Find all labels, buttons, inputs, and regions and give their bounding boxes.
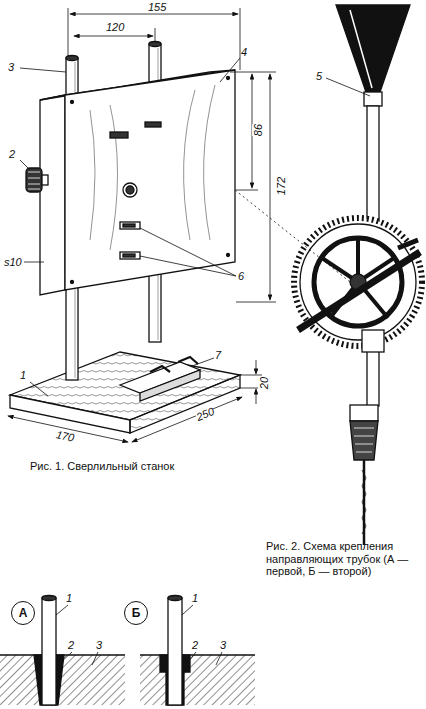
callout-number: 2	[192, 639, 198, 651]
figure-letter-circle: А	[11, 601, 35, 625]
dimension-label: 250	[194, 405, 216, 423]
figure-caption: Рис. 1. Сверлильный станок	[30, 460, 174, 473]
callout-number: 2	[9, 148, 15, 160]
dimension-label: 120	[106, 21, 124, 33]
dimension-label: 86	[252, 124, 264, 136]
callout-number: 4	[241, 46, 247, 58]
dimension-label: 155	[148, 1, 166, 13]
figure-letter-circle: Б	[124, 601, 148, 625]
callout-number: 1	[20, 369, 26, 381]
callout-number: 2	[68, 639, 74, 651]
dimension-label: s10	[4, 256, 22, 268]
dimension-label: 172	[275, 177, 287, 195]
callout-number: 1	[66, 592, 72, 604]
dimension-label: 170	[55, 428, 75, 444]
callout-number: 3	[96, 639, 102, 651]
figure-letter: Б	[132, 606, 141, 620]
dimension-label: 20	[258, 377, 270, 389]
callout-number: 6	[238, 270, 244, 282]
callout-number: 7	[215, 349, 221, 361]
figure-letter: А	[19, 606, 28, 620]
callout-number: 5	[316, 70, 322, 82]
callout-number: 3	[8, 61, 14, 73]
figure-caption: Рис. 2. Схема крепления направляющих тру…	[266, 540, 418, 578]
callout-number: 3	[220, 639, 226, 651]
callout-number: 1	[192, 592, 198, 604]
